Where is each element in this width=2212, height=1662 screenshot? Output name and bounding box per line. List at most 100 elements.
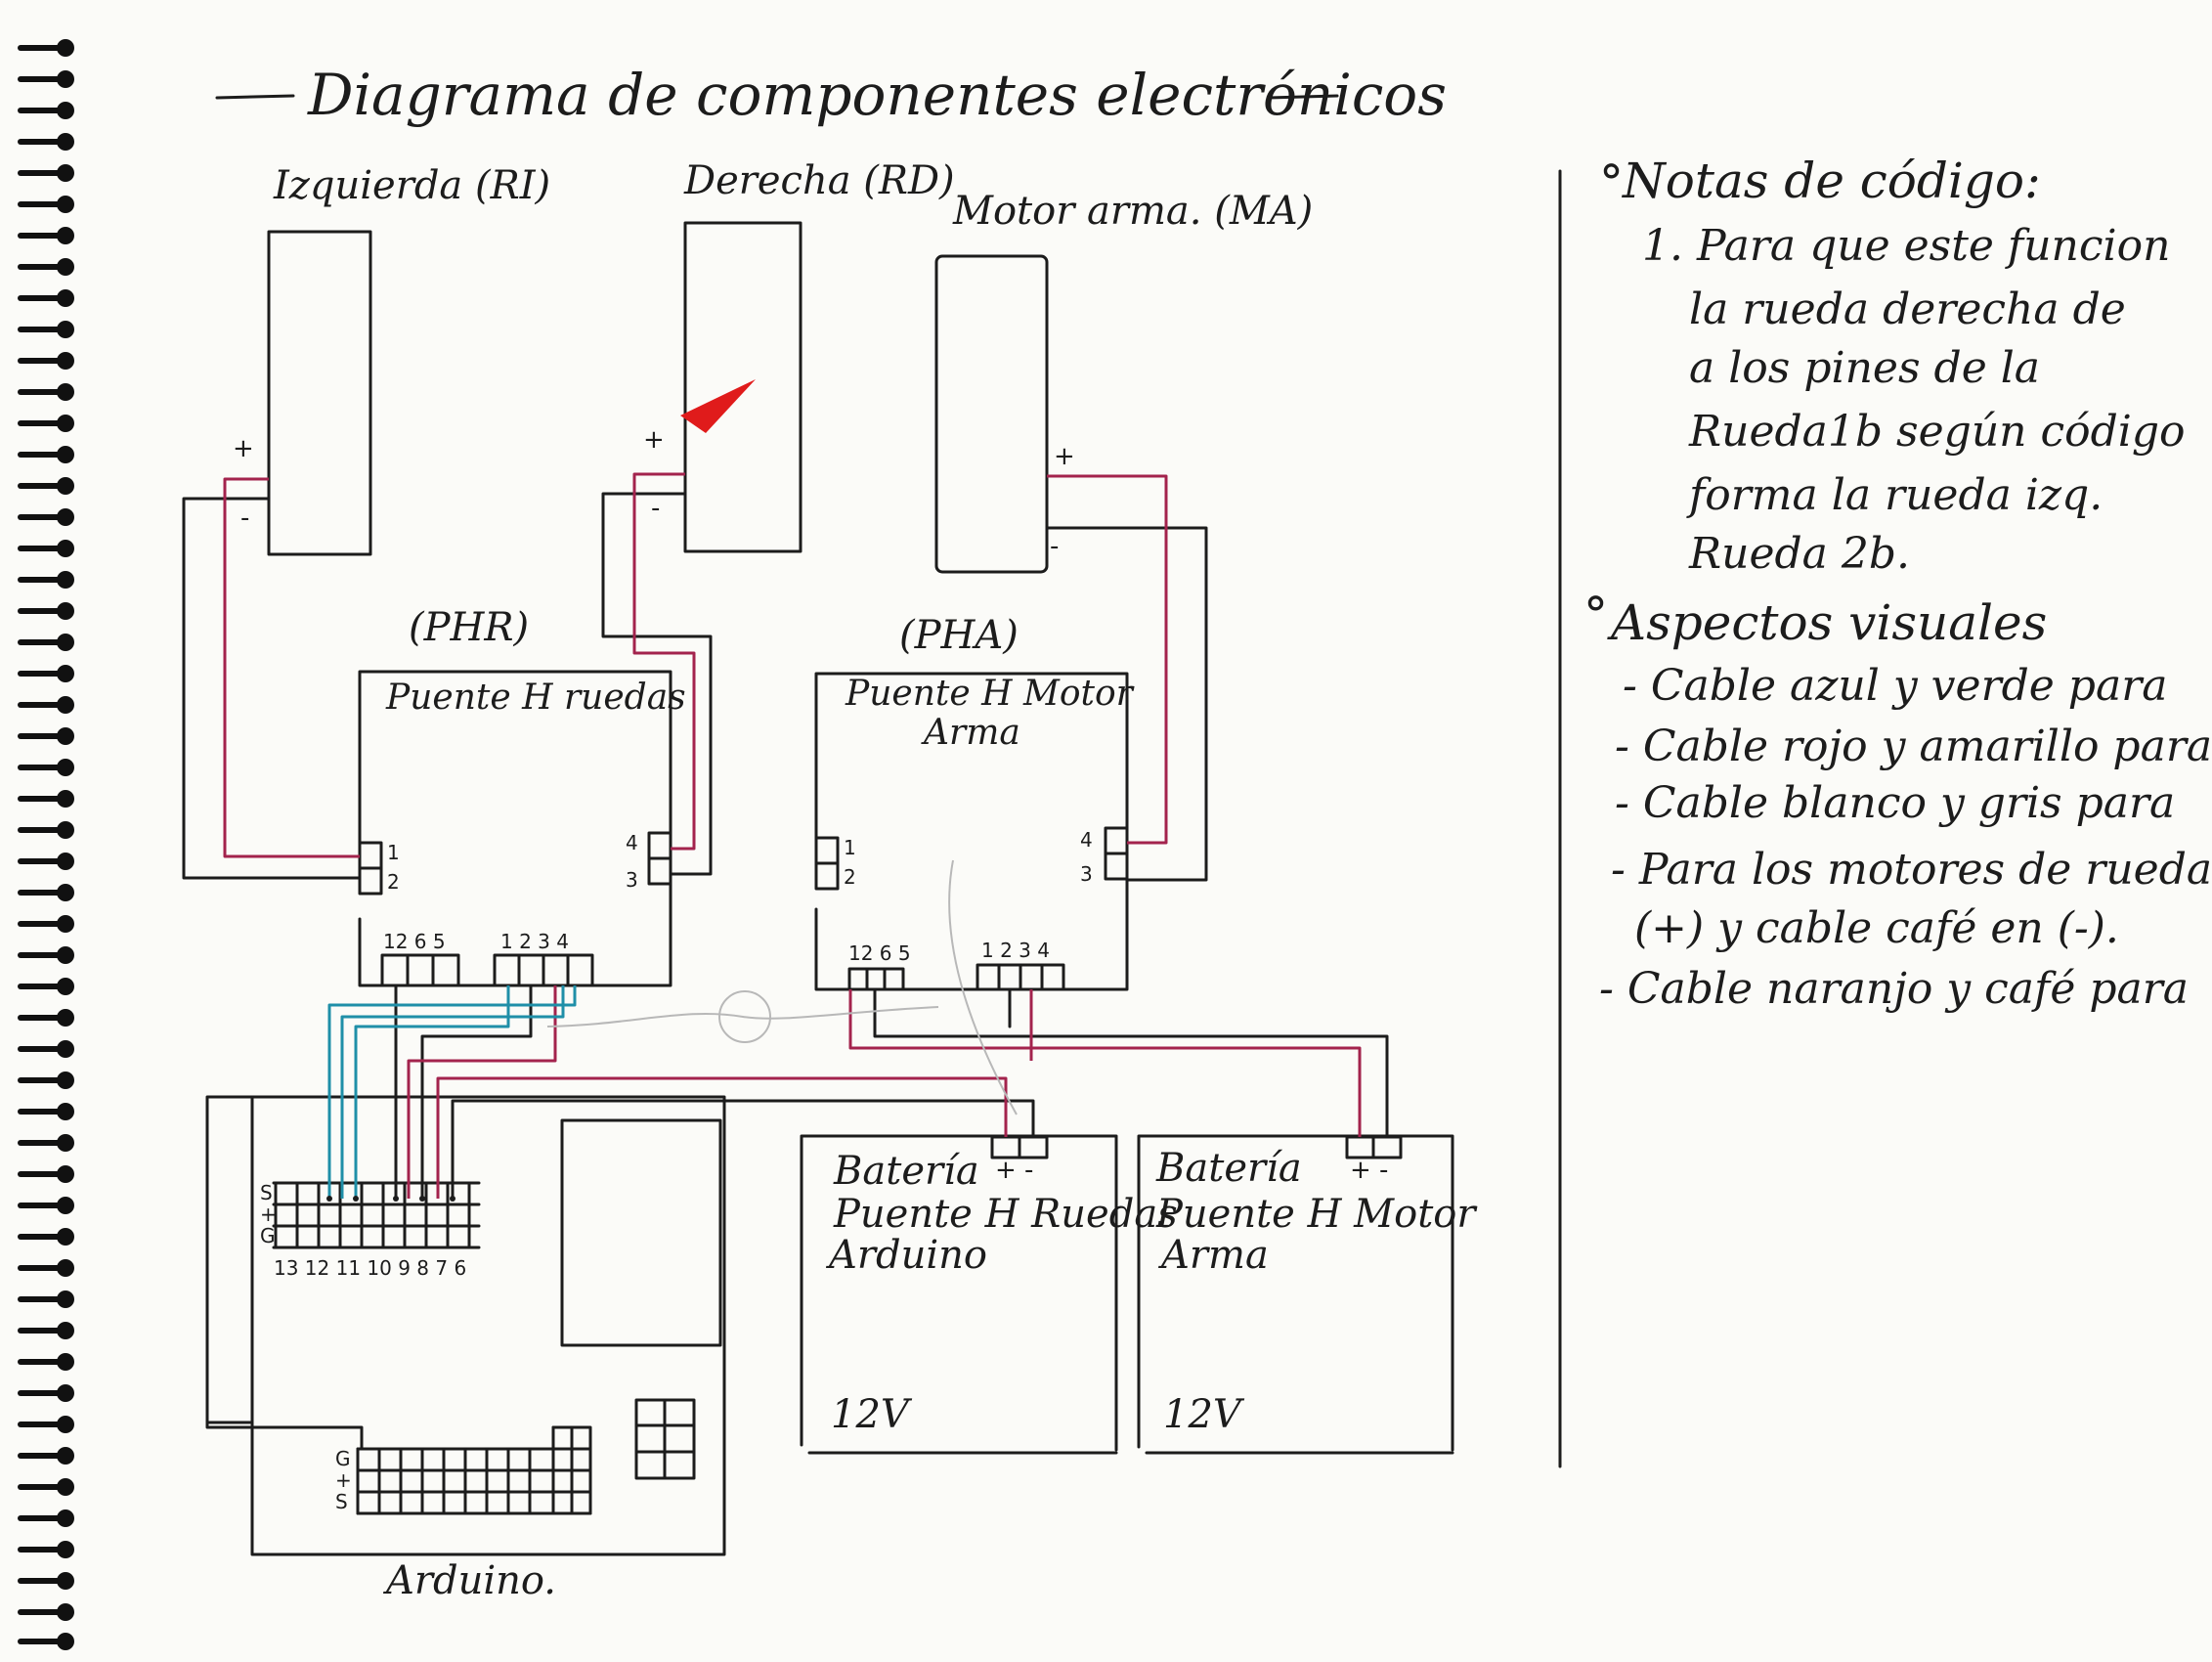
binder-ring (18, 602, 76, 620)
title-dash-right (1267, 94, 1339, 100)
arduino-bottom-header (356, 1425, 592, 1515)
notes-visual-line: - Cable naranjo y café para (1599, 964, 2190, 1014)
binder-ring (18, 884, 76, 901)
binder-ring (18, 1633, 76, 1650)
phr-header-right-labels: 1 2 3 4 (500, 930, 569, 953)
binder-ring (18, 790, 76, 808)
binder-ring (18, 258, 76, 276)
phr-pin-1: 1 (387, 841, 400, 864)
binder-ring (18, 1103, 76, 1120)
binder-ring (18, 196, 76, 213)
notes-visual-line: - Para los motores de rueda (1611, 845, 2212, 895)
page-title: Diagrama de componentes electrónicos (308, 62, 1447, 128)
arduino-pin-numbers: 13 12 11 10 9 8 7 6 (274, 1256, 467, 1280)
phr-header-left (380, 953, 460, 987)
wire-weapon-motor-positive (1047, 474, 1168, 845)
battery-2-line2: Puente H Motor (1156, 1192, 1476, 1237)
notes-visual-bullet: ° (1583, 587, 1608, 643)
motor-weapon-minus: - (1050, 532, 1060, 561)
notes-code-line: Rueda 2b. (1689, 529, 1911, 579)
binder-ring (18, 634, 76, 651)
wire-battery2-positive (848, 989, 1362, 1137)
binder-ring (18, 540, 76, 557)
diagram-canvas (182, 94, 1562, 1556)
marker-red (680, 379, 756, 433)
binder-ring (18, 1259, 76, 1277)
binder-ring (18, 1603, 76, 1621)
battery-1-box (800, 1134, 1118, 1455)
arduino-top-row-s: S (260, 1181, 273, 1204)
wire-logic-black-2 (420, 984, 533, 1201)
hbridge-wheels-name: Puente H ruedas (386, 678, 686, 718)
arduino-bottom-row-s: S (335, 1490, 348, 1513)
phr-header-left-labels: 12 6 5 (383, 930, 446, 953)
notes-code-line: a los pines de la (1689, 343, 2041, 393)
binder-ring (18, 1541, 76, 1558)
binder-ring (18, 1509, 76, 1527)
wire-arduino-gnd (205, 1421, 364, 1451)
phr-pin-4: 4 (626, 831, 638, 854)
wire-left-motor-positive (223, 477, 360, 858)
hbridge-weapon-box (814, 672, 1129, 991)
motor-right-plus: + (643, 425, 665, 455)
notes-code-line: la rueda derecha de (1689, 284, 2126, 334)
binder-ring (18, 665, 76, 682)
wire-teal-3 (354, 985, 510, 1199)
binder-ring (18, 1009, 76, 1027)
motor-right-label: Derecha (RD) (684, 158, 955, 203)
pencil-sketch (546, 1006, 939, 1028)
binder-ring (18, 39, 76, 57)
binder-ring (18, 696, 76, 714)
arduino-top-row-plus: + (260, 1203, 277, 1226)
binder-ring (18, 1072, 76, 1089)
pha-header-left-labels: 12 6 5 (848, 941, 911, 965)
notes-code-line: 1. Para que este funcion (1642, 221, 2171, 271)
binder-ring (18, 446, 76, 463)
wire-battery1-negative (451, 1099, 1035, 1201)
binder-ring (18, 1165, 76, 1183)
notes-visual-line: - Cable rojo y amarillo para (1615, 722, 2212, 771)
motor-weapon-plus: + (1054, 442, 1075, 471)
pha-pin-4: 4 (1080, 828, 1093, 852)
motor-right-box (683, 221, 802, 553)
binder-ring (18, 1322, 76, 1339)
binder-ring (18, 477, 76, 495)
binder-ring (18, 853, 76, 870)
arduino-bottom-row-plus: + (335, 1468, 352, 1492)
binder-ring (18, 1290, 76, 1308)
binder-ring (18, 289, 76, 307)
binder-ring (18, 727, 76, 745)
phr-pin-3: 3 (626, 868, 638, 892)
hbridge-weapon-name: Puente H Motor (846, 674, 1133, 714)
wire-weapon-motor-negative (1045, 526, 1208, 882)
binder-ring (18, 1228, 76, 1246)
pha-header-right-labels: 1 2 3 4 (981, 939, 1050, 962)
notes-visual-line: (+) y cable café en (-). (1634, 903, 2119, 953)
binder-ring (18, 227, 76, 244)
binder-ring (18, 70, 76, 88)
battery-2-line1: Batería (1156, 1146, 1302, 1191)
notes-visual-line: - Cable blanco y gris para (1615, 778, 2176, 828)
notes-code-bullet: ° (1599, 154, 1624, 211)
pha-header-left (847, 967, 905, 991)
binder-ring (18, 1478, 76, 1496)
binder-ring (18, 102, 76, 119)
phr-pin-2: 2 (387, 870, 400, 894)
wire-battery1-positive (436, 1076, 1008, 1199)
binder-ring (18, 915, 76, 933)
binder-ring (18, 1197, 76, 1214)
arduino-top-header (272, 1181, 481, 1249)
binder-ring (18, 133, 76, 151)
motor-left-label: Izquierda (RI) (274, 163, 551, 208)
binder-ring (18, 946, 76, 964)
binder-ring (18, 1040, 76, 1058)
notes-code-line: forma la rueda izq. (1689, 470, 2104, 520)
binder-ring (18, 415, 76, 432)
notes-code-line: Rueda1b según código (1689, 407, 2186, 457)
wire-right-motor-negative (601, 492, 713, 876)
motor-right-minus: - (651, 494, 661, 523)
binder-ring (18, 1572, 76, 1590)
binder-ring (18, 1353, 76, 1371)
binder-ring (18, 321, 76, 338)
motor-left-box (267, 230, 372, 556)
